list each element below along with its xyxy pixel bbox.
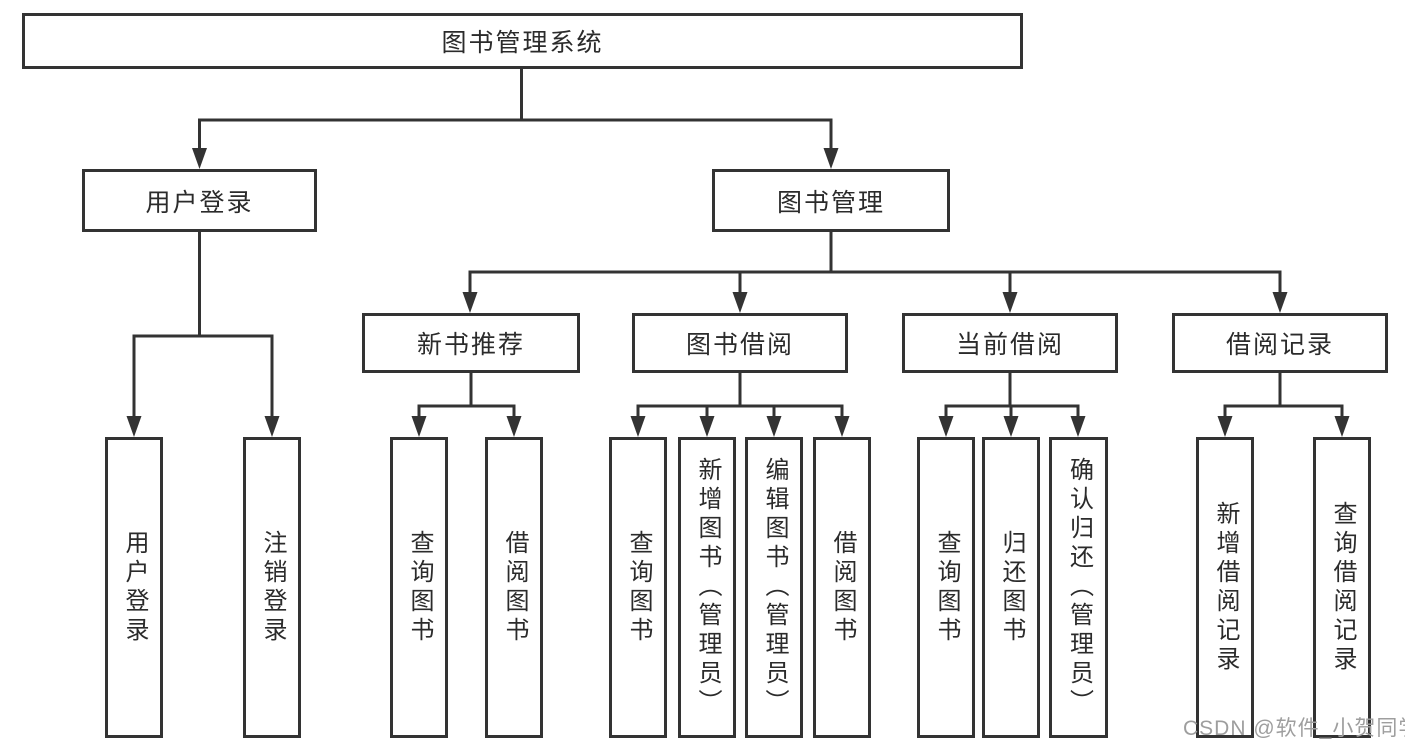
arrow-head	[192, 148, 207, 169]
node-label: 图书管理系统	[441, 29, 604, 57]
arrow-head	[834, 416, 850, 437]
node-root: 图书管理系统	[22, 13, 1023, 69]
arrow-head	[1070, 416, 1086, 437]
leaf-borrow-borrow-books: 借阅图书	[813, 437, 871, 738]
arrow-head	[630, 416, 646, 437]
arrow-head	[1002, 292, 1018, 313]
node-label: 查询图书	[625, 529, 652, 646]
node-current-borrowing: 当前借阅	[902, 313, 1118, 373]
node-label: 查询图书	[933, 529, 960, 646]
node-label: 用户登录	[145, 188, 254, 217]
connector-current-to-leaves	[938, 373, 1086, 437]
arrow-head	[766, 416, 782, 437]
leaf-current-confirm-return-admin: 确认归还（管理员）	[1049, 437, 1108, 738]
leaf-current-return-books: 归还图书	[982, 437, 1040, 738]
node-user-login: 用户登录	[82, 169, 317, 232]
leaf-records-add-record: 新增借阅记录	[1196, 437, 1254, 738]
connector-mgmt-to-level3	[462, 232, 1288, 313]
node-label: 确认归还（管理员）	[1065, 457, 1093, 718]
arrow-head	[732, 292, 748, 313]
node-label: 图书借阅	[685, 331, 794, 359]
arrow-head	[411, 416, 427, 437]
leaf-borrow-edit-books-admin: 编辑图书（管理员）	[745, 437, 803, 738]
node-label: 图书管理	[776, 188, 885, 217]
node-label: 编辑图书（管理员）	[761, 457, 788, 718]
node-label: 用户登录	[121, 529, 148, 646]
node-label: 借阅记录	[1225, 331, 1334, 359]
node-label: 借阅图书	[501, 529, 528, 646]
node-label: 新增借阅记录	[1212, 500, 1239, 675]
connector-root-to-level2	[192, 69, 839, 169]
arrow-head	[506, 416, 522, 437]
connector-borrowing-to-leaves	[630, 373, 850, 437]
leaf-borrow-add-books-admin: 新增图书（管理员）	[678, 437, 736, 738]
csdn-watermark: CSDN @软件_小贺同学	[1183, 717, 1405, 740]
connector-login-to-leaves	[126, 232, 280, 437]
arrow-head	[938, 416, 954, 437]
leaf-current-query-books: 查询图书	[917, 437, 975, 738]
leaf-records-query-record: 查询借阅记录	[1313, 437, 1371, 738]
node-label: 借阅图书	[829, 529, 856, 646]
node-label: 查询图书	[406, 529, 433, 646]
node-label: 新增图书（管理员）	[694, 457, 721, 718]
leaf-user-login: 用户登录	[105, 437, 163, 738]
arrow-head	[1003, 416, 1019, 437]
node-book-borrowing: 图书借阅	[632, 313, 848, 373]
leaf-newbook-borrow-books: 借阅图书	[485, 437, 543, 738]
arrow-head	[264, 416, 280, 437]
arrow-head	[699, 416, 715, 437]
arrow-head	[462, 292, 478, 313]
node-label: 归还图书	[998, 529, 1025, 646]
connector-newbook-to-leaves	[411, 373, 522, 437]
node-label: 查询借阅记录	[1329, 500, 1356, 675]
node-book-management: 图书管理	[712, 169, 950, 232]
arrow-head	[126, 416, 142, 437]
arrow-head	[1217, 416, 1233, 437]
node-label: 新书推荐	[416, 331, 525, 359]
node-borrowing-records: 借阅记录	[1172, 313, 1388, 373]
arrow-head	[1272, 292, 1288, 313]
leaf-borrow-query-books: 查询图书	[609, 437, 667, 738]
leaf-newbook-query-books: 查询图书	[390, 437, 448, 738]
arrow-head	[1334, 416, 1350, 437]
node-label: 当前借阅	[955, 331, 1064, 359]
node-new-book-recommend: 新书推荐	[362, 313, 580, 373]
arrow-head	[823, 148, 839, 169]
leaf-logout: 注销登录	[243, 437, 301, 738]
connector-records-to-leaves	[1217, 373, 1350, 437]
node-label: 注销登录	[259, 529, 286, 646]
